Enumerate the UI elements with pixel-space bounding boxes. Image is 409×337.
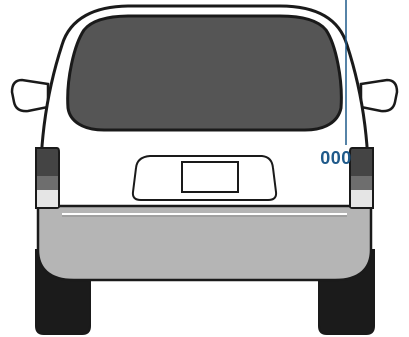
rear-bumper [38, 206, 371, 280]
rear-window [68, 16, 342, 130]
license-plate [182, 162, 238, 192]
callout-label: 000 [320, 148, 352, 168]
left-tail-light [36, 148, 59, 208]
right-tail-light [350, 148, 373, 208]
left-side-mirror [12, 80, 48, 111]
right-side-mirror [361, 80, 397, 111]
